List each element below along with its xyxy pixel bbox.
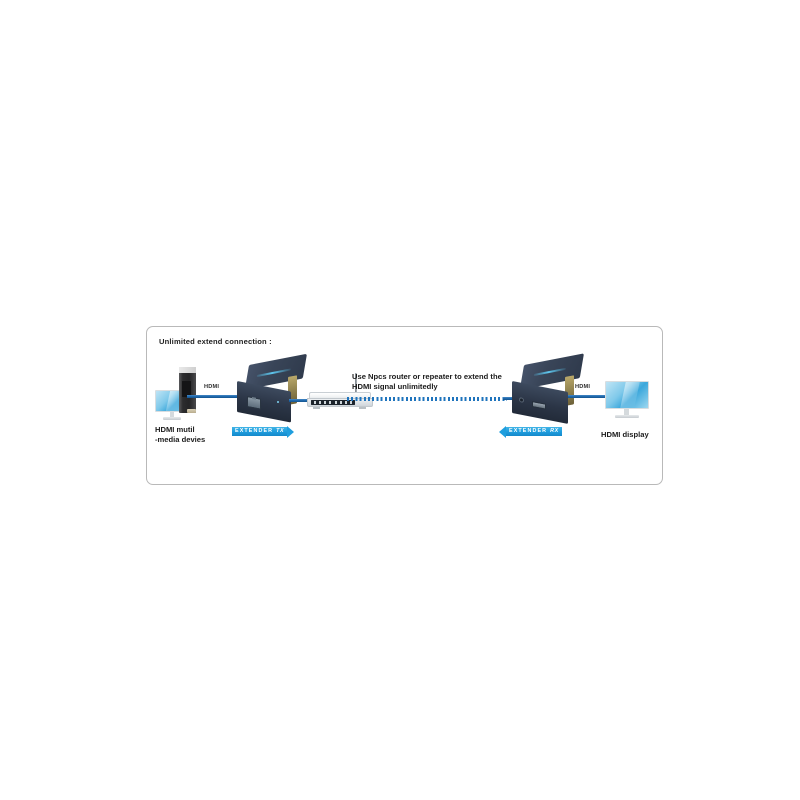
extender-rx-banner-bar: EXTENDER RX xyxy=(506,427,562,436)
hdmi-cable-right xyxy=(568,395,616,398)
extender-rx-suffix: RX xyxy=(550,428,559,434)
router-port xyxy=(314,401,317,404)
router-port xyxy=(329,401,332,404)
extender-tx-banner-bar: EXTENDER TX xyxy=(232,427,288,436)
router-port xyxy=(319,401,322,404)
extender-rx-banner: EXTENDER RX xyxy=(499,425,562,438)
router-antenna xyxy=(355,373,358,393)
extender-tx-suffix: TX xyxy=(276,428,285,434)
display-monitor-neck xyxy=(624,409,629,415)
hdmi-label-left: HDMI xyxy=(204,384,220,390)
extender-tx-front-face xyxy=(237,381,291,423)
center-note-line-1: Use Npcs router or repeater to extend th… xyxy=(352,372,502,381)
router-port-row xyxy=(311,400,355,405)
extender-rx-label: EXTENDER xyxy=(509,428,548,434)
hdmi-cable-left xyxy=(187,395,243,398)
extender-tx-device xyxy=(235,353,307,423)
display-monitor xyxy=(605,381,649,421)
network-link-dashed xyxy=(347,397,507,401)
extender-rx-power-jack xyxy=(519,397,524,403)
media-device-foot xyxy=(187,409,196,413)
lan-cable-router-to-rx xyxy=(503,397,517,400)
router-port xyxy=(349,401,352,404)
extender-tx-led xyxy=(277,401,280,404)
source-monitor-neck xyxy=(170,412,174,417)
media-device-slot xyxy=(181,381,191,397)
display-device-label: HDMI display xyxy=(601,430,649,439)
source-monitor-base xyxy=(163,417,181,420)
network-router xyxy=(307,373,379,409)
center-note-line-2: HDMI signal unlimitedly xyxy=(352,382,438,391)
router-port xyxy=(339,401,342,404)
router-port xyxy=(344,401,347,404)
display-monitor-base xyxy=(615,415,639,418)
display-monitor-screen xyxy=(605,381,649,409)
extender-rx-device xyxy=(510,353,590,424)
router-port xyxy=(324,401,327,404)
extender-tx-label: EXTENDER xyxy=(235,428,274,434)
media-device-tower xyxy=(179,367,196,413)
extender-rx-arrow-left-icon xyxy=(499,425,506,438)
extender-tx-banner: EXTENDER TX xyxy=(232,425,295,438)
router-foot xyxy=(359,407,366,409)
diagram-panel: Unlimited extend connection : HDMI mutil… xyxy=(146,326,663,485)
screen-glare xyxy=(620,382,641,408)
source-device-label: HDMI mutil -media devies xyxy=(155,425,206,444)
hdmi-label-right: HDMI xyxy=(575,384,591,390)
panel-title: Unlimited extend connection : xyxy=(159,337,272,346)
media-device-top xyxy=(179,367,196,373)
router-port xyxy=(334,401,337,404)
router-foot xyxy=(313,407,320,409)
extender-tx-arrow-right-icon xyxy=(287,425,295,438)
